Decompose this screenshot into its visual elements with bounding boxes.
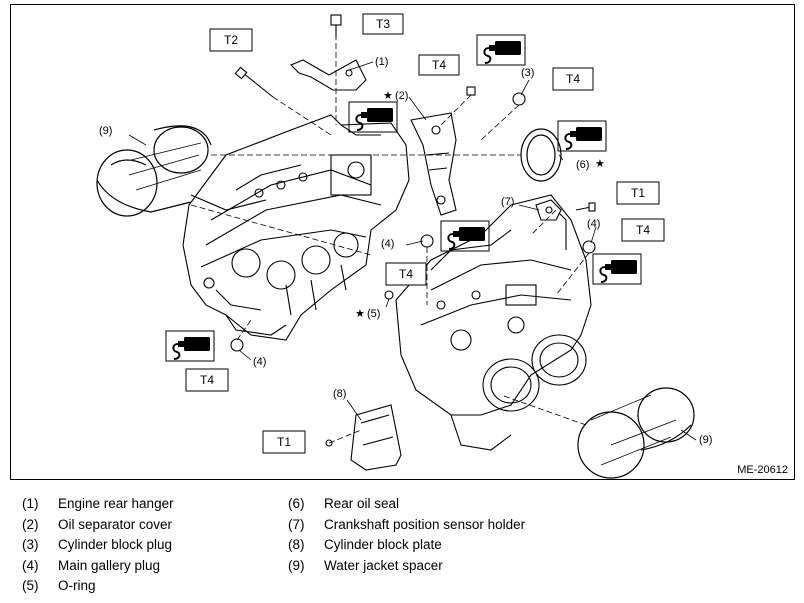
torque-tag-t4-bottom: T4 — [200, 373, 214, 387]
water-jacket-spacer-left — [96, 125, 212, 217]
legend-item: (3)Cylinder block plug — [22, 537, 173, 553]
explosion-lines — [190, 25, 590, 444]
exploded-view-diagram: T3 T2 T4 T4 T1 T4 T4 T4 T1 (1) (2) ★ (3)… — [10, 4, 795, 480]
star-mark-6: ★ — [595, 158, 605, 170]
crankshaft-position-sensor-holder — [535, 199, 596, 221]
leader-lines — [128, 61, 697, 441]
sealant-tube-icon — [592, 253, 642, 285]
sealant-tube-icon — [557, 120, 607, 152]
bolts-and-plugs — [230, 66, 596, 352]
cylinder-block-plate — [325, 404, 402, 471]
callout-6: (6) — [576, 159, 589, 171]
legend-item: (7)Crankshaft position sensor holder — [288, 516, 526, 532]
legend-item: (6)Rear oil seal — [288, 496, 400, 511]
torque-tag-t2: T2 — [224, 33, 238, 47]
callout-9-left: (9) — [99, 125, 112, 137]
torque-tag-t1-plate: T1 — [277, 435, 291, 449]
oil-separator-cover — [410, 112, 457, 216]
star-mark-2: ★ — [383, 90, 393, 102]
sealant-tube-icon — [165, 330, 215, 362]
torque-tag-t1-sensor: T1 — [631, 186, 645, 200]
callout-7: (7) — [501, 196, 514, 208]
legend-item: (4)Main gallery plug — [22, 557, 161, 573]
rear-oil-seal — [520, 128, 562, 182]
star-mark-5: ★ — [355, 308, 365, 320]
legend-item: (2)Oil separator cover — [22, 516, 173, 532]
callout-9-right: (9) — [699, 434, 712, 446]
torque-tag-t3: T3 — [376, 17, 390, 31]
callout-4-right: (4) — [587, 218, 600, 230]
callout-3: (3) — [521, 67, 534, 79]
callout-8: (8) — [333, 388, 346, 400]
sealant-tube-icon — [476, 34, 526, 66]
legend-item: (1)Engine rear hanger — [22, 496, 174, 511]
figure-id: ME-20612 — [737, 464, 788, 476]
cylinder-block-right-half — [395, 194, 592, 451]
legend-item: (5)O-ring — [22, 578, 96, 594]
callout-4-left: (4) — [253, 356, 266, 368]
legend-left: (1)Engine rear hanger (2)Oil separator c… — [22, 494, 174, 597]
legend-item: (9)Water jacket spacer — [288, 557, 443, 573]
torque-tag-t4-top: T4 — [432, 58, 446, 72]
engine-rear-hanger — [290, 14, 367, 91]
callout-2: (2) — [395, 90, 408, 102]
callout-4-center: (4) — [381, 238, 394, 250]
torque-tag-t4-gallery: T4 — [399, 267, 413, 281]
legend-item: (8)Cylinder block plate — [288, 537, 442, 553]
cylinder-block-left-half — [182, 114, 410, 341]
torque-tag-t4-right: T4 — [636, 223, 650, 237]
callout-5: (5) — [367, 308, 380, 320]
torque-tag-t4-plug: T4 — [566, 72, 580, 86]
water-jacket-spacer-right — [577, 387, 695, 479]
callout-1: (1) — [375, 56, 388, 68]
legend-right: (6)Rear oil seal (7)Crankshaft position … — [288, 494, 525, 576]
